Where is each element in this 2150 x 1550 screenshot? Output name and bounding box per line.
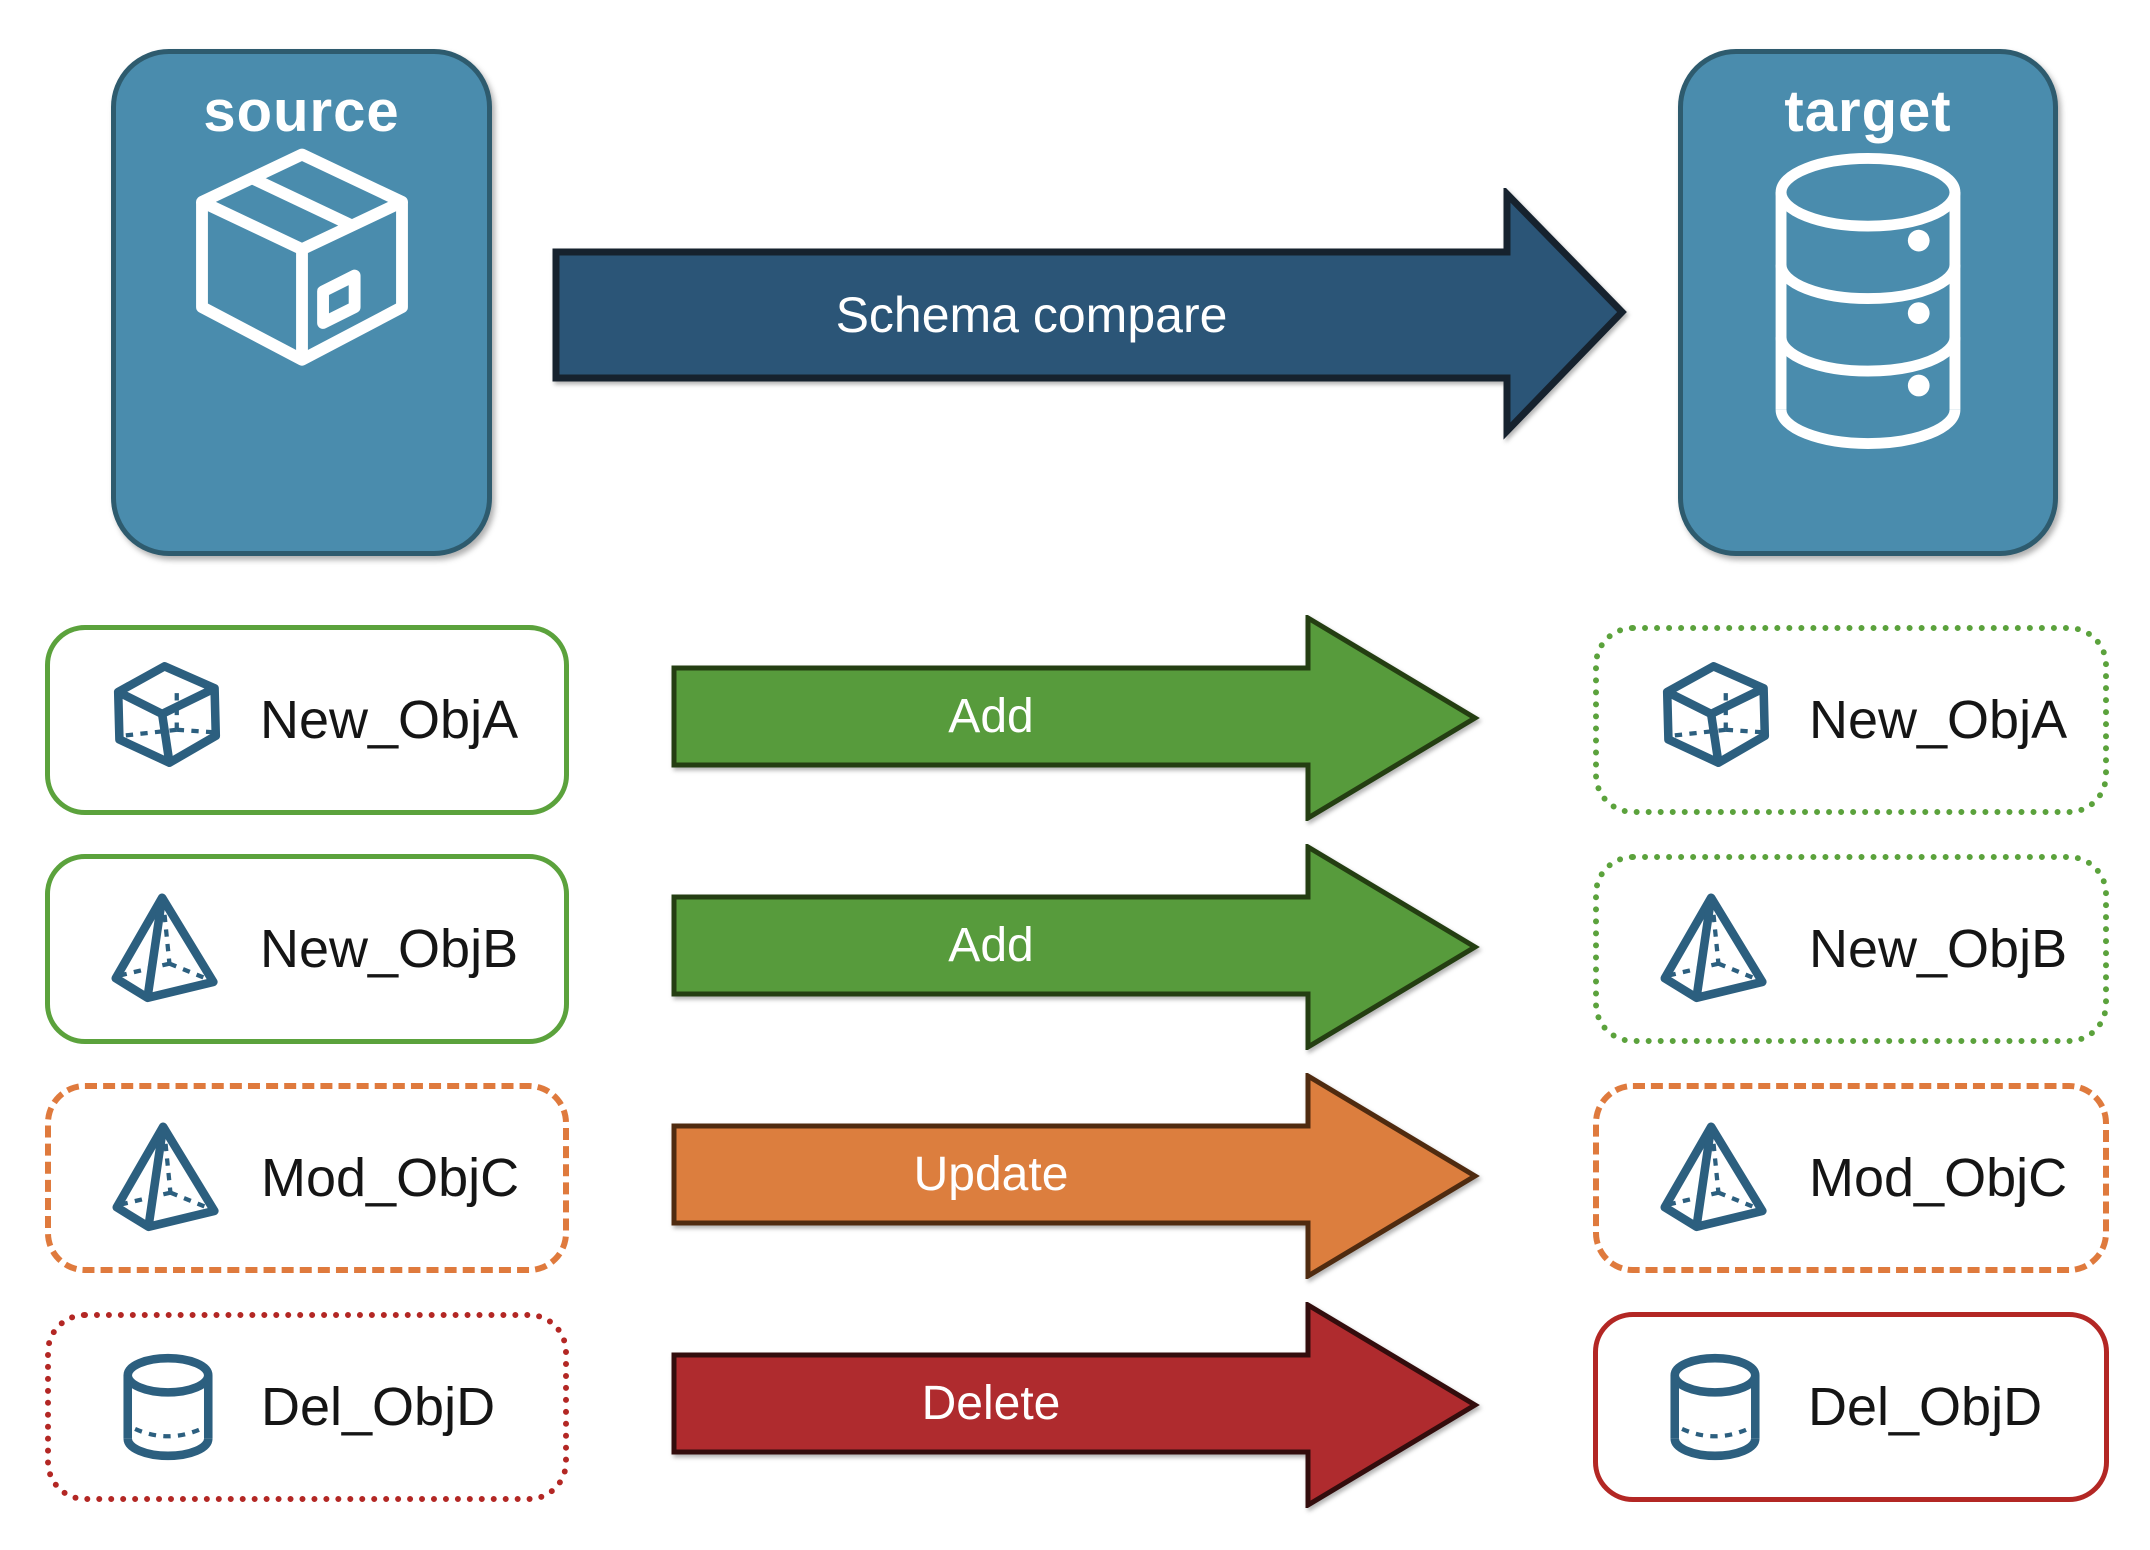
- source-object-card: Mod_ObjC: [45, 1083, 569, 1273]
- cylinder-icon: [107, 1346, 229, 1468]
- database-icon: [1747, 144, 1989, 458]
- object-label: Del_ObjD: [1808, 1377, 2043, 1437]
- target-object-card: Del_ObjD: [1593, 1312, 2109, 1502]
- cube-icon: [1655, 659, 1777, 781]
- cylinder-icon: [1654, 1346, 1776, 1468]
- source-object-card: Del_ObjD: [45, 1312, 569, 1502]
- update-arrow: [671, 1073, 1480, 1279]
- pyramid-icon: [107, 1117, 229, 1239]
- add-arrow: [671, 615, 1480, 821]
- object-label: New_ObjB: [1809, 919, 2068, 979]
- object-label: New_ObjB: [260, 919, 519, 979]
- source-object-card: New_ObjB: [45, 854, 569, 1044]
- package-icon: [168, 144, 436, 394]
- target-object-card: Mod_ObjC: [1593, 1083, 2109, 1273]
- delete-arrow: [671, 1302, 1480, 1508]
- source-node: source: [111, 49, 492, 556]
- schema-compare-arrow: [552, 188, 1627, 440]
- pyramid-icon: [106, 888, 228, 1010]
- object-label: Mod_ObjC: [1809, 1148, 2068, 1208]
- source-object-card: New_ObjA: [45, 625, 569, 815]
- target-object-card: New_ObjA: [1593, 625, 2109, 815]
- source-title: source: [203, 79, 400, 144]
- pyramid-icon: [1655, 888, 1777, 1010]
- object-label: New_ObjA: [1809, 690, 2068, 750]
- add-arrow: [671, 844, 1480, 1050]
- pyramid-icon: [1655, 1117, 1777, 1239]
- object-label: Mod_ObjC: [261, 1148, 520, 1208]
- object-label: New_ObjA: [260, 690, 519, 750]
- object-label: Del_ObjD: [261, 1377, 496, 1437]
- cube-icon: [106, 659, 228, 781]
- target-object-card: New_ObjB: [1593, 854, 2109, 1044]
- target-node: target: [1678, 49, 2058, 556]
- target-title: target: [1784, 79, 1952, 144]
